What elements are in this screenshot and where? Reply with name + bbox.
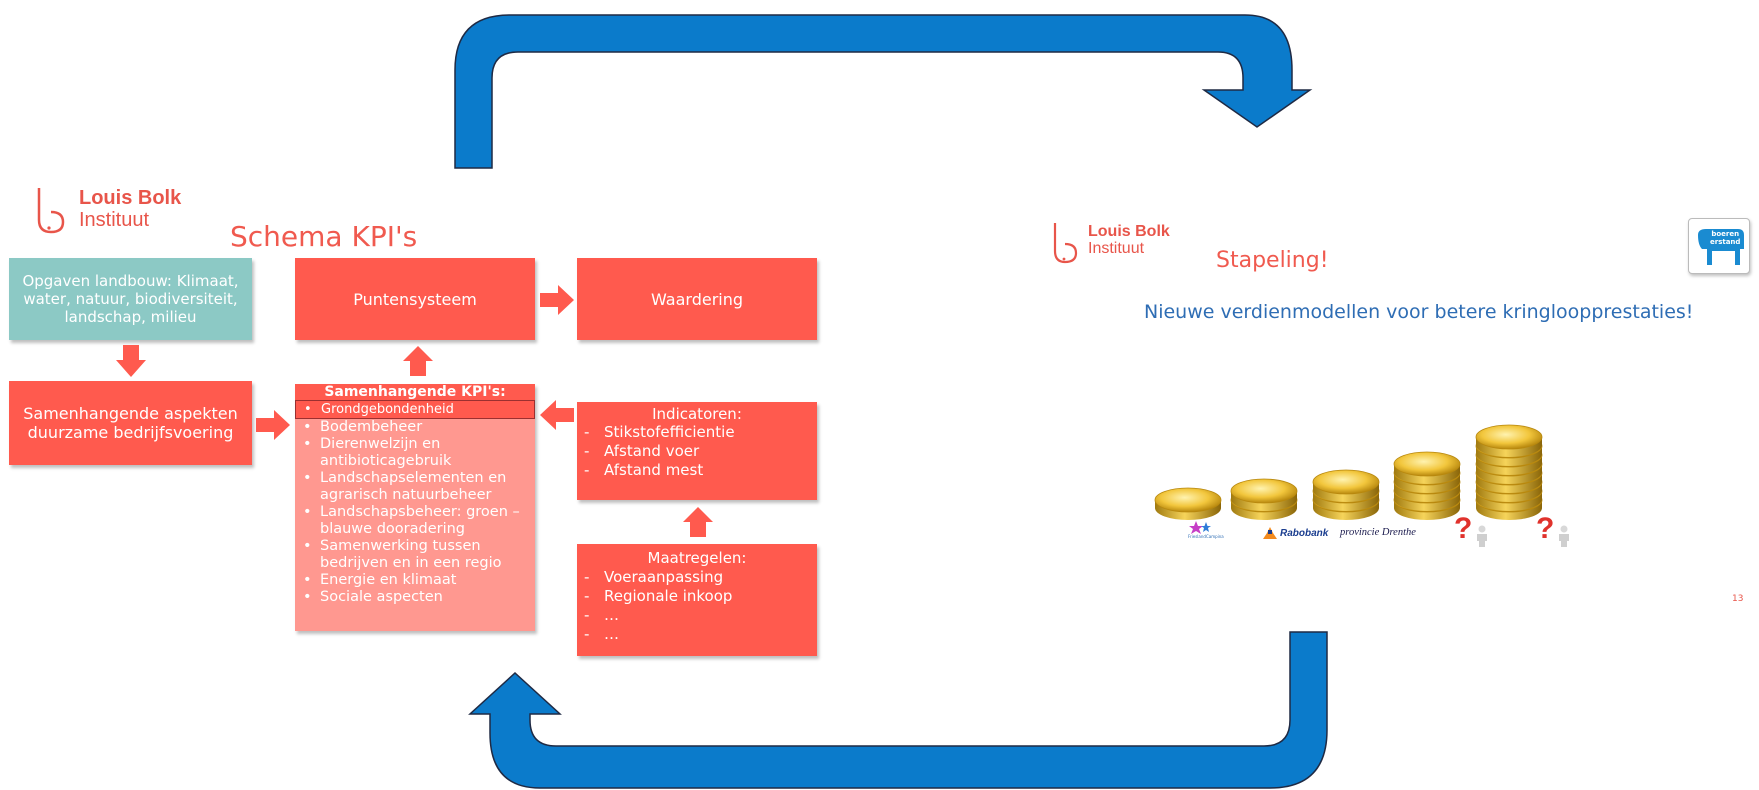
- bottom-cycle-arrow: [468, 631, 1328, 789]
- waardering-box: Waardering: [577, 258, 817, 340]
- arrow-up-icon: [683, 507, 713, 537]
- kpi-item: Energie en klimaat: [295, 572, 535, 589]
- logo-text-line2: Instituut: [1088, 240, 1145, 257]
- sponsor-label: FrieslandCampina: [1188, 534, 1224, 539]
- badge-text-line2: erstand: [1710, 238, 1741, 246]
- kpi-item: Dierenwelzijn en antibioticagebruik: [295, 436, 535, 470]
- right-slide: Louis Bolk Instituut Stapeling! boeren e…: [1040, 210, 1759, 610]
- logo-text-line1: Louis Bolk: [79, 187, 182, 209]
- sponsor-label: Rabobank: [1280, 528, 1329, 539]
- arrow-left-icon: [540, 400, 574, 430]
- coin-face: [1475, 424, 1543, 450]
- kpi-item: Grondgebondenheid: [295, 400, 535, 419]
- top-cycle-arrow: [454, 14, 1313, 169]
- sponsor-frieslandcampina: FrieslandCampina: [1188, 520, 1243, 544]
- sponsor-label: provincie Drenthe: [1340, 527, 1416, 538]
- logo-text-line2: Instituut: [79, 209, 150, 231]
- coin-stack: [1475, 424, 1543, 520]
- coin-stack: [1230, 478, 1298, 520]
- question-mark-icon: ?: [1536, 512, 1555, 545]
- logo-mark-icon: [1053, 223, 1078, 264]
- maatregelen-title: Maatregelen:: [647, 549, 747, 567]
- coin-face: [1154, 487, 1222, 513]
- sponsor-rabobank: Rabobank: [1262, 526, 1342, 544]
- boeren-badge: boeren erstand: [1688, 218, 1750, 274]
- maatregelen-box: Maatregelen: Voeraanpassing Regionale in…: [577, 544, 817, 656]
- slide-title: Stapeling!: [1216, 248, 1329, 273]
- coin-stacks: [1154, 424, 1543, 520]
- badge-text: boeren erstand: [1710, 230, 1740, 246]
- indicator-item: Afstand voer: [577, 442, 817, 461]
- indicatoren-list: Stikstofefficientie Afstand voer Afstand…: [577, 423, 817, 480]
- kpi-item: Sociale aspecten: [295, 589, 535, 606]
- maatregel-item: Regionale inkoop: [577, 587, 817, 606]
- person-icon: [1559, 525, 1569, 547]
- waardering-text: Waardering: [650, 289, 744, 309]
- left-slide: Louis Bolk Instituut Schema KPI's Opgave…: [0, 170, 830, 670]
- samenhangende-aspekten-text: Samenhangende aspekten duurzame bedrijfs…: [23, 404, 238, 442]
- kpis-box: Samenhangende KPI's: Grondgebondenheid B…: [295, 384, 535, 631]
- indicator-item: Afstand mest: [577, 461, 817, 480]
- arrow-up-icon: [403, 346, 433, 376]
- maatregel-item: …: [577, 606, 817, 625]
- cow-icon: [1698, 229, 1744, 265]
- maatregel-item: …: [577, 625, 817, 644]
- opgaven-box: Opgaven landbouw: Klimaat, water, natuur…: [9, 258, 252, 340]
- frieslandcampina-logo-icon: [1189, 521, 1211, 534]
- puntensysteem-text: Puntensysteem: [353, 289, 477, 309]
- arrow-right-icon: [256, 410, 290, 440]
- indicatoren-box: Indicatoren: Stikstofefficientie Afstand…: [577, 402, 817, 500]
- unknown-sponsor: ?: [1454, 513, 1494, 547]
- logo-mark-icon: [37, 188, 65, 234]
- logo-text-line1: Louis Bolk: [1088, 223, 1170, 240]
- coin-face: [1393, 451, 1461, 477]
- kpis-title: Samenhangende KPI's:: [295, 384, 535, 400]
- arrow-down-icon: [116, 345, 146, 377]
- indicator-item: Stikstofefficientie: [577, 423, 817, 442]
- question-mark-icon: ?: [1454, 512, 1473, 545]
- kpi-item: Bodembeheer: [295, 419, 535, 436]
- kpi-item: Landschapselementen en agrarisch natuurb…: [295, 470, 535, 504]
- samenhangende-aspekten-box: Samenhangende aspekten duurzame bedrijfs…: [9, 381, 252, 465]
- coin-face: [1312, 469, 1380, 495]
- person-icon: [1477, 525, 1487, 547]
- kpi-item: Samenwerking tussen bedrijven en in een …: [295, 538, 535, 572]
- coin-stack: [1393, 451, 1461, 520]
- badge-text-line1: boeren: [1711, 230, 1740, 238]
- coin-stack: [1312, 469, 1380, 520]
- coin-stack: [1154, 487, 1222, 520]
- indicatoren-title: Indicatoren:: [652, 405, 742, 423]
- slide-subtitle: Nieuwe verdienmodellen voor betere kring…: [1144, 301, 1694, 323]
- maatregelen-list: Voeraanpassing Regionale inkoop … …: [577, 568, 817, 644]
- unknown-sponsor: ?: [1536, 513, 1576, 547]
- coin-face: [1230, 478, 1298, 504]
- opgaven-text: Opgaven landbouw: Klimaat, water, natuur…: [22, 272, 239, 326]
- maatregel-item: Voeraanpassing: [577, 568, 817, 587]
- kpi-item: Landschapsbeheer: groen – blauwe doorade…: [295, 504, 535, 538]
- slide-title: Schema KPI's: [230, 220, 418, 253]
- arrow-right-icon: [540, 285, 574, 315]
- kpis-list: Grondgebondenheid Bodembeheer Dierenwelz…: [295, 400, 535, 606]
- page-number: 13: [1732, 594, 1744, 604]
- louis-bolk-logo: Louis Bolk Instituut: [33, 184, 203, 234]
- louis-bolk-logo: Louis Bolk Instituut: [1050, 220, 1200, 268]
- puntensysteem-box: Puntensysteem: [295, 258, 535, 340]
- rabobank-logo-icon: [1263, 527, 1277, 539]
